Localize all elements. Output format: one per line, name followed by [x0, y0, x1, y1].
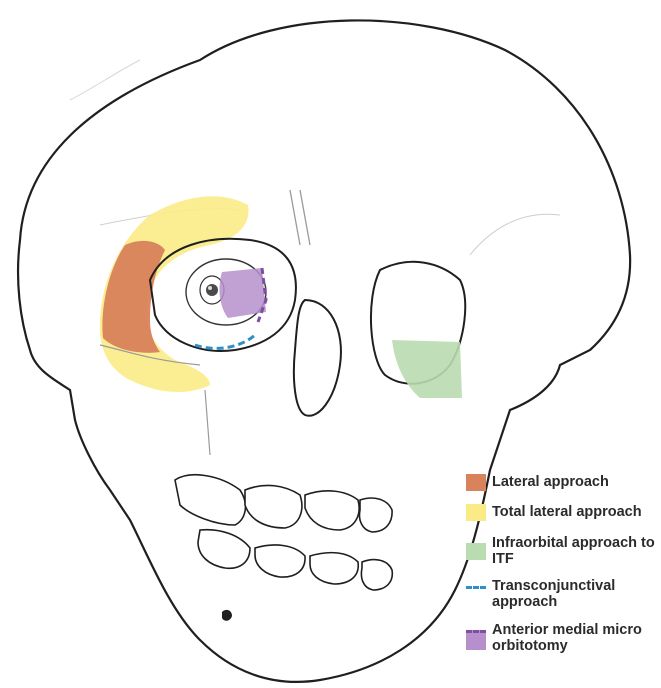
swatch-total-lateral	[466, 504, 486, 521]
suture-line	[69, 59, 141, 101]
swatch-transconjunctival	[466, 586, 486, 589]
nasal-cavity	[292, 298, 342, 417]
legend-label-medial-orbitotomy: Anterior medial micro orbitotomy	[492, 622, 642, 654]
teeth	[174, 474, 394, 591]
legend-label-total-lateral: Total lateral approach	[492, 504, 642, 520]
pupil-highlight	[208, 286, 212, 290]
swatch-medial-orbitotomy	[466, 630, 486, 650]
orbit-left	[148, 237, 297, 352]
infraorbital-region	[392, 340, 462, 398]
legend-label-lateral: Lateral approach	[492, 474, 609, 490]
lateral-region	[102, 240, 165, 353]
legend-label-transconjunctival: Transconjunctival approach	[492, 578, 616, 610]
swatch-infraorbital	[466, 543, 486, 560]
transconjunctival-line	[194, 333, 256, 350]
medial-orbitotomy-border	[256, 267, 268, 323]
swatch-lateral	[466, 474, 486, 491]
nasal-bone	[289, 189, 311, 246]
legend-label-infraorbital: Infraorbital approach to ITF	[492, 535, 655, 567]
cheek-line	[99, 344, 211, 456]
pupil	[206, 284, 218, 296]
mental-foramen	[222, 609, 232, 621]
medial-orbitotomy-region	[219, 268, 266, 318]
